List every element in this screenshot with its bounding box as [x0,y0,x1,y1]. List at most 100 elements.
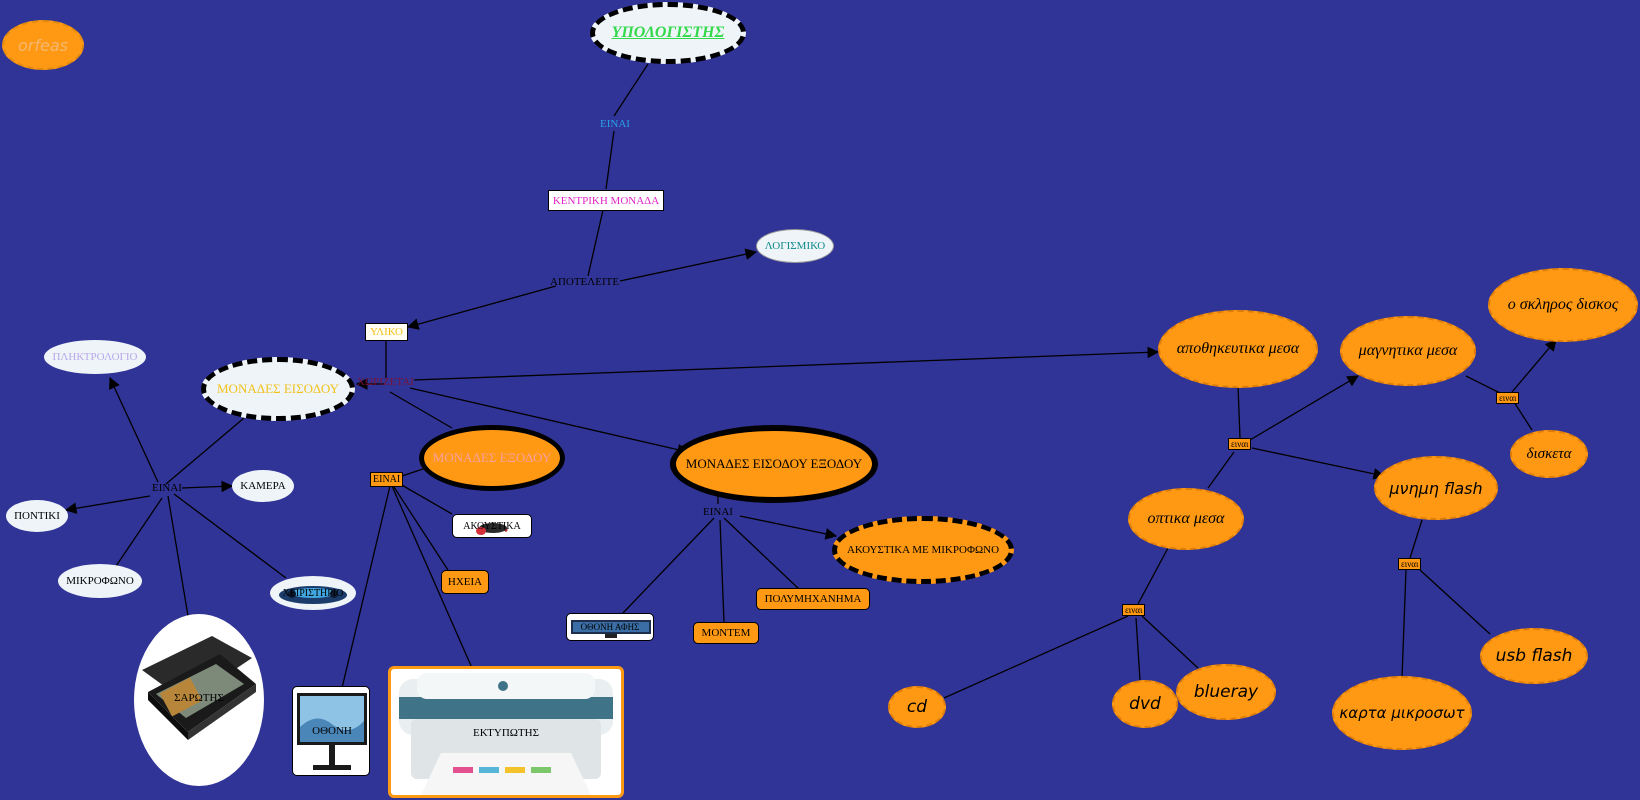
arrow-to-flash [1251,447,1386,480]
link-is-io: ΕΙΝΑΙ [703,506,733,518]
node-touchscreen[interactable]: ΟΘΟΝΗ ΑΦΗΣ [566,613,654,641]
arrow-to-magnetic [1249,375,1360,441]
line-computer-is [613,63,649,117]
node-output-units[interactable]: ΜΟΝΑΔΕΣ ΕΞΟΔΟΥ [419,425,565,491]
line-central-consists [587,209,604,277]
node-headset-label: ΑΚΟΥΣΤΙΚΑ ΜΕ ΜΙΚΡΟΦΩΝΟ [846,544,1000,556]
line-to-optical [1207,451,1235,489]
node-speakers[interactable]: ΗΧΕΙΑ [441,570,489,594]
line-input-is [165,417,245,485]
line-to-micro-card [1401,569,1407,679]
node-micro-card[interactable]: καρτα μικροσωτ [1332,676,1472,750]
line-to-microphone [111,497,163,573]
node-camera[interactable]: ΚΑΜΕΡΑ [232,470,294,502]
node-io-units[interactable]: ΜΟΝΑΔΕΣ ΕΙΣΟΔΟΥ ΕΞΟΔΟΥ [670,425,878,503]
node-multifunction[interactable]: ΠΟΛΥΜΗΧΑΝΗΜΑ [756,588,870,610]
link-is: ΕΙΝΑΙ [600,118,630,130]
arrow-to-camera [181,480,234,493]
node-software[interactable]: ΛΟΓΙΣΜΙΚΟ [756,229,834,263]
line-to-headphones [399,483,453,515]
arrow-to-hardware [406,285,557,330]
node-microphone-label: ΜΙΚΡΟΦΩΝΟ [66,575,134,587]
node-floppy-label: δισκετα [1526,445,1572,462]
arrow-to-headset [739,515,838,540]
node-storage-label: αποθηκευτικα μεσα [1176,340,1300,357]
node-monitor[interactable]: ΟΘΟΝΗ [292,686,370,776]
node-flash-memory-label: μνημη flash [1389,478,1483,498]
node-keyboard[interactable]: ΠΛΗΚΤΡΟΛΟΓΙΟ [44,340,146,374]
arrow-to-mouse [64,495,151,515]
arrow-to-io-units [409,387,690,456]
link-consists-of: ΑΠΟΤΕΛΕΙΤΕ [550,276,620,288]
node-scanner[interactable]: ΣΑΡΩΤΗΣ [134,614,264,786]
node-output-units-label: ΜΟΝΑΔΕΣ ΕΞΟΔΟΥ [432,450,552,465]
line-to-joystick [173,493,287,579]
line-to-output-units [389,391,453,429]
line-to-touchscreen [621,517,715,615]
node-modem[interactable]: ΜΟΝΤΕΜ [693,622,759,644]
node-computer[interactable]: ΥΠΟΛΟΓΙΣΤΗΣ [590,2,746,64]
node-keyboard-label: ΠΛΗΚΤΡΟΛΟΓΙΟ [52,351,138,363]
node-cd-label: cd [906,697,928,717]
link-is-input: ΕΙΝΑΙ [152,482,182,494]
node-cd[interactable]: cd [888,686,946,728]
scanner-icon [142,636,256,740]
line-to-cd [943,615,1129,699]
link-is-output: ΕΙΝΑΙ [370,472,404,487]
line-to-modem [719,519,725,623]
arrow-to-keyboard [109,376,159,483]
node-magnetic[interactable]: μαγνητικα μεσα [1340,316,1476,386]
node-mouse[interactable]: ΠΟΝΤΙΚΙ [6,500,68,532]
node-blueray[interactable]: blueray [1176,664,1276,720]
node-central-unit[interactable]: ΚΕΝΤΡΙΚΗ ΜΟΝΑΔΑ [548,190,664,211]
node-dvd-label: dvd [1129,694,1161,714]
node-dvd[interactable]: dvd [1112,680,1178,728]
node-headset[interactable]: ΑΚΟΥΣΤΙΚΑ ΜΕ ΜΙΚΡΟΦΩΝΟ [832,516,1014,584]
node-storage[interactable]: αποθηκευτικα μεσα [1158,310,1318,388]
link-storage-is: ειναι [1228,438,1252,450]
node-orfeas[interactable]: orfeas [2,20,84,70]
node-micro-card-label: καρτα μικροσωτ [1339,704,1465,722]
arrow-to-software [619,248,758,282]
node-mouse-label: ΠΟΝΤΙΚΙ [14,510,60,522]
node-optical[interactable]: οπτικα μεσα [1128,488,1244,550]
line-magnetic-is [1465,375,1503,395]
node-flash-memory[interactable]: μνημη flash [1374,456,1498,520]
line-to-floppy [1513,401,1533,431]
node-magnetic-label: μαγνητικα μεσα [1358,342,1458,359]
node-input-units[interactable]: ΜΟΝΑΔΕΣ ΕΙΣΟΔΟΥ [201,357,355,421]
arrow-to-storage [413,346,1160,381]
node-joystick[interactable]: ΧΕΙΡΙΣΤΗΡΙΟ [270,576,356,610]
node-usb-flash[interactable]: usb flash [1480,628,1588,684]
line-to-multifunction [723,517,801,591]
node-headphones[interactable]: ΑΚΟΥΣΤΙΚΑ [452,514,532,538]
node-hard-disk[interactable]: ο σκληρος δισκος [1488,268,1638,342]
node-floppy[interactable]: δισκετα [1510,430,1588,478]
node-hardware[interactable]: ΥΛΙΚΟ [365,323,408,341]
node-camera-label: ΚΑΜΕΡΑ [240,480,286,492]
node-speakers-label: ΗΧΕΙΑ [447,576,483,588]
node-touchscreen-label: ΟΘΟΝΗ ΑΦΗΣ [580,622,640,632]
node-io-units-label: ΜΟΝΑΔΕΣ ΕΙΣΟΔΟΥ ΕΞΟΔΟΥ [685,456,863,471]
node-printer[interactable]: ΕΚΤΥΠΩΤΗΣ [388,666,624,798]
node-optical-label: οπτικα μεσα [1147,510,1225,527]
node-scanner-label: ΣΑΡΩΤΗΣ [174,692,224,704]
node-headphones-label: ΑΚΟΥΣΤΙΚΑ [463,520,521,532]
link-optical-is: ειναι [1122,604,1146,616]
node-input-units-label: ΜΟΝΑΔΕΣ ΕΙΣΟΔΟΥ [217,381,339,396]
line-to-printer [391,485,473,669]
line-to-usb [1419,569,1491,635]
node-hardware-label: ΥΛΙΚΟ [370,326,403,338]
monitor-icon [297,693,367,770]
line-flash-is [1409,519,1423,559]
printer-icon [399,673,613,795]
line-to-scanner [167,495,189,617]
node-computer-label: ΥΠΟΛΟΓΙΣΤΗΣ [611,24,725,41]
line-to-speakers [391,483,449,571]
line-optical-is [1137,547,1169,605]
node-modem-label: ΜΟΝΤΕΜ [701,627,751,639]
link-magnetic-is: ειναι [1496,392,1520,404]
node-microphone[interactable]: ΜΙΚΡΟΦΩΝΟ [58,564,142,598]
